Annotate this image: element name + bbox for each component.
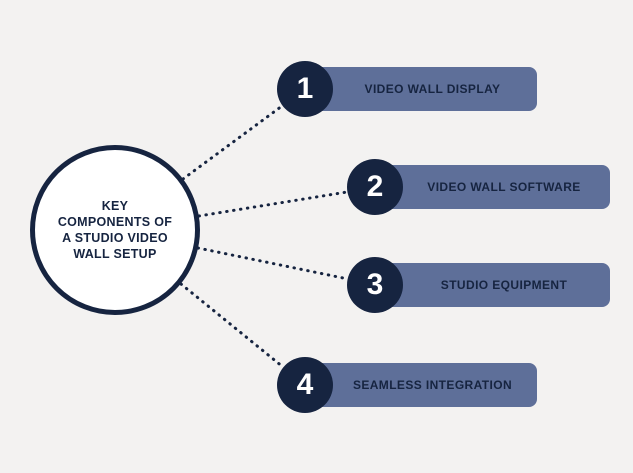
item-1-number-badge: 1 xyxy=(277,61,333,117)
item-1-bar: VIDEO WALL DISPLAY xyxy=(298,67,537,111)
item-3-number-badge: 3 xyxy=(347,257,403,313)
item-2-bar: VIDEO WALL SOFTWARE xyxy=(368,165,610,209)
connector-line-4 xyxy=(179,282,285,369)
connector-line-1 xyxy=(181,104,284,181)
item-4-number: 4 xyxy=(296,368,314,401)
item-3-number: 3 xyxy=(366,268,384,301)
connector-line-3 xyxy=(196,246,350,281)
connector-line-2 xyxy=(197,190,349,218)
hub-circle: KEY COMPONENTS OF A STUDIO VIDEO WALL SE… xyxy=(30,145,200,315)
item-1-number: 1 xyxy=(296,72,314,105)
item-3: STUDIO EQUIPMENT 3 xyxy=(347,257,633,313)
hub-title: KEY COMPONENTS OF A STUDIO VIDEO WALL SE… xyxy=(57,198,173,262)
item-1-label: VIDEO WALL DISPLAY xyxy=(364,82,501,96)
item-3-label: STUDIO EQUIPMENT xyxy=(440,278,568,292)
item-4-number-badge: 4 xyxy=(277,357,333,413)
item-4-label: SEAMLESS INTEGRATION xyxy=(352,378,513,392)
item-4-bar: SEAMLESS INTEGRATION xyxy=(298,363,537,407)
item-2: VIDEO WALL SOFTWARE 2 xyxy=(347,159,633,215)
item-3-bar: STUDIO EQUIPMENT xyxy=(368,263,610,307)
item-2-number: 2 xyxy=(366,170,384,203)
item-4: SEAMLESS INTEGRATION 4 xyxy=(277,357,575,413)
item-2-label: VIDEO WALL SOFTWARE xyxy=(427,180,581,194)
item-2-number-badge: 2 xyxy=(347,159,403,215)
item-1: VIDEO WALL DISPLAY 1 xyxy=(277,61,575,117)
